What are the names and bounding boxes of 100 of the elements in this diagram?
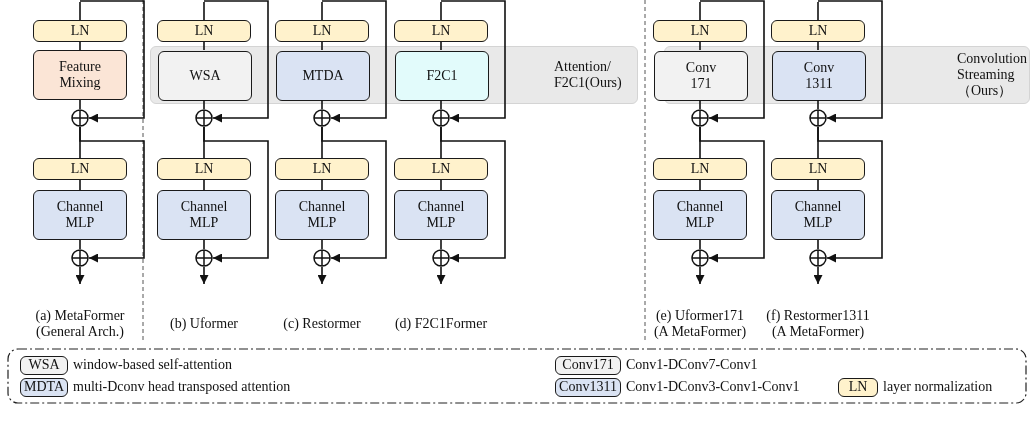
sum-circle: [432, 249, 450, 267]
layer-norm-box: LN: [33, 158, 127, 180]
connector-line: [817, 1, 819, 21]
arrow: [203, 0, 269, 123]
legend-description: Conv1-DConv3-Conv1-Conv1: [626, 379, 800, 396]
token-mixer-box: F2C1: [395, 51, 489, 101]
connector-line: [440, 41, 442, 51]
channel-mlp-box: Channel MLP: [394, 190, 488, 240]
connector-line: [79, 41, 81, 51]
sum-circle: [432, 109, 450, 127]
sum-circle: [71, 109, 89, 127]
legend-description: multi-Dconv head transposed attention: [73, 379, 291, 396]
arrow: [440, 126, 506, 263]
sum-circle: [195, 109, 213, 127]
connector-line: [699, 99, 701, 110]
sum-circle: [71, 249, 89, 267]
connector-line: [321, 1, 323, 21]
channel-mlp-box: Channel MLP: [157, 190, 251, 240]
arrow: [699, 126, 765, 263]
arrow: [440, 0, 506, 123]
token-mixer-box: MTDA: [276, 51, 370, 101]
arrow: [321, 0, 387, 123]
connector-line: [321, 239, 323, 250]
arrow: [817, 126, 883, 263]
legend-description: layer normalization: [883, 379, 993, 396]
channel-mlp-box: Channel MLP: [771, 190, 865, 240]
caption: (e) Uformer171 (A MetaFormer): [652, 308, 748, 341]
connector-line: [203, 239, 205, 250]
sum-circle: [195, 249, 213, 267]
token-mixer-box: WSA: [158, 51, 252, 101]
layer-norm-box: LN: [771, 20, 865, 42]
legend-key: MDTA: [20, 378, 68, 397]
connector-line: [321, 41, 323, 51]
connector-line: [817, 179, 819, 191]
layer-norm-box: LN: [653, 20, 747, 42]
legend-key: Conv1311: [555, 378, 621, 397]
arrow: [813, 266, 823, 285]
layer-norm-box: LN: [771, 158, 865, 180]
layer-norm-box: LN: [394, 158, 488, 180]
arrow: [199, 266, 209, 285]
connector-line: [440, 179, 442, 191]
layer-norm-box: LN: [275, 158, 369, 180]
connector-line: [79, 99, 81, 110]
caption: (a) MetaFormer (General Arch.): [34, 308, 126, 341]
connector-line: [699, 1, 701, 21]
legend-key: Conv171: [555, 356, 621, 375]
highlight-band: [150, 46, 638, 104]
connector-line: [817, 99, 819, 110]
token-mixer-box: Conv 171: [654, 51, 748, 101]
connector-line: [79, 239, 81, 250]
caption: (f) Restormer1311 (A MetaFormer): [765, 308, 871, 341]
connector-line: [817, 239, 819, 250]
caption: (d) F2C1Former: [393, 316, 489, 333]
legend-description: Conv1-DConv7-Conv1: [626, 357, 758, 374]
caption: (b) Uformer: [169, 316, 239, 333]
arrow: [203, 126, 269, 263]
legend-description: window-based self-attention: [73, 357, 232, 374]
sum-circle: [691, 109, 709, 127]
layer-norm-box: LN: [157, 158, 251, 180]
arrow: [695, 266, 705, 285]
sum-circle: [809, 109, 827, 127]
connector-line: [203, 99, 205, 110]
connector-line: [203, 41, 205, 51]
connector-line: [699, 41, 701, 51]
connector-line: [79, 1, 81, 21]
arrow: [817, 0, 883, 123]
layer-norm-box: LN: [653, 158, 747, 180]
caption: (c) Restormer: [282, 316, 362, 333]
arrow: [699, 0, 765, 123]
layer-norm-box: LN: [157, 20, 251, 42]
connector-line: [321, 99, 323, 110]
connector-line: [79, 179, 81, 191]
connector-line: [817, 41, 819, 51]
sum-circle: [313, 109, 331, 127]
arrow: [79, 0, 145, 123]
connector-line: [440, 99, 442, 110]
sum-circle: [313, 249, 331, 267]
channel-mlp-box: Channel MLP: [33, 190, 127, 240]
band-label: Convolution Streaming （Ours）: [957, 50, 1028, 100]
band-label: Attention/ F2C1(Ours): [554, 58, 623, 92]
legend-key: WSA: [20, 356, 68, 375]
connector-line: [203, 179, 205, 191]
arrow: [79, 126, 145, 263]
sum-circle: [809, 249, 827, 267]
legend-key: LN: [838, 378, 878, 397]
channel-mlp-box: Channel MLP: [653, 190, 747, 240]
layer-norm-box: LN: [394, 20, 488, 42]
layer-norm-box: LN: [275, 20, 369, 42]
connector-line: [440, 1, 442, 21]
sum-circle: [691, 249, 709, 267]
connector-line: [203, 1, 205, 21]
connector-line: [321, 179, 323, 191]
arrow: [75, 266, 85, 285]
connector-line: [699, 239, 701, 250]
layer-norm-box: LN: [33, 20, 127, 42]
token-mixer-box: Feature Mixing: [33, 50, 127, 100]
connector-line: [440, 239, 442, 250]
token-mixer-box: Conv 1311: [772, 51, 866, 101]
arrow: [321, 126, 387, 263]
arrow: [317, 266, 327, 285]
